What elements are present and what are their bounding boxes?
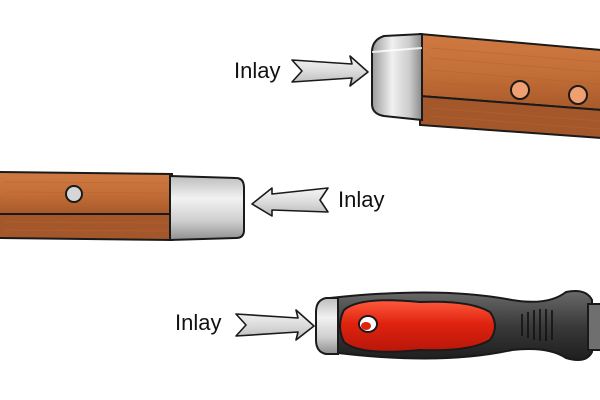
middle-rivet [65,185,83,203]
bottom-ferrule [315,297,339,355]
inlay-label-middle: Inlay [338,187,385,212]
bottom-red-grip [339,299,496,353]
inlay-label-top: Inlay [234,58,281,83]
middle-chisel-handle [0,171,245,242]
inlay-label-bottom: Inlay [175,310,222,335]
middle-ferrule [169,174,245,242]
top-rivet-1 [510,80,530,100]
top-wood-handle [419,32,600,139]
bottom-chisel-handle [315,290,600,361]
middle-wood-handle [0,171,173,242]
top-rivet-2 [568,85,588,105]
top-arrow-pointer-icon [291,55,369,87]
top-ferrule [371,32,423,122]
middle-arrow-pointer-icon [251,187,329,217]
bottom-arrow-pointer-icon [235,309,315,341]
top-chisel-handle [371,32,600,139]
